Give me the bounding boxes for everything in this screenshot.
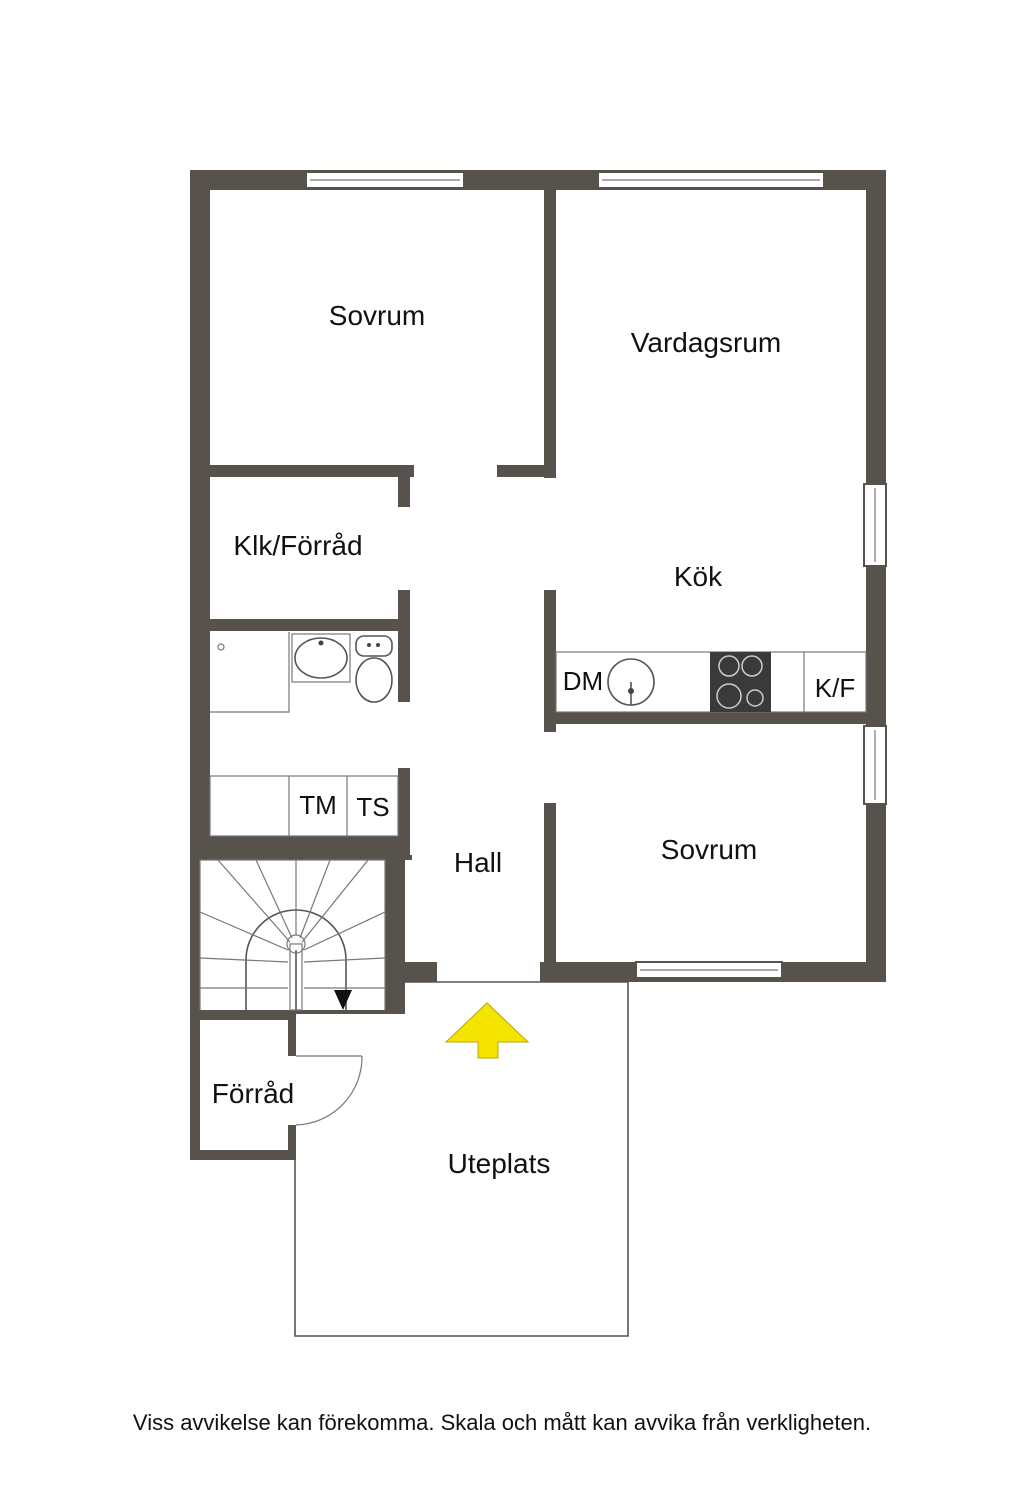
room-label-vardagsrum: Vardagsrum [631,327,781,358]
fixture-label-dm: DM [563,666,603,696]
room-label-uteplats: Uteplats [448,1148,551,1179]
fixture-label-kf: K/F [815,673,855,703]
stove-icon [710,652,771,712]
window-kok [863,483,887,567]
exterior-walls [190,170,886,1160]
staircase-icon [199,859,386,1011]
room-label-hall: Hall [454,847,502,878]
laundry-cabinets [209,775,399,837]
sink-icon [607,658,655,706]
disclaimer-text: Viss avvikelse kan förekomma. Skala och … [132,1410,872,1435]
room-label-kok: Kök [674,561,723,592]
interior-walls [210,190,886,982]
entrance-arrow-icon [444,1002,530,1059]
window-sovrum-bottom [635,961,783,979]
toilet-icon [355,635,393,703]
window-sovrum-top [305,171,465,189]
room-label-sovrum-bottom: Sovrum [661,834,757,865]
room-label-sovrum-top: Sovrum [329,300,425,331]
fixture-label-ts: TS [356,792,389,822]
window-sovrum-bottom-side [863,725,887,805]
shower-area [210,632,290,713]
window-vardagsrum [597,171,825,189]
washbasin-icon [291,633,351,683]
forrad-door [295,1055,363,1126]
room-label-klk-forrad: Klk/Förråd [233,530,362,561]
room-label-forrad: Förråd [212,1078,294,1109]
fixture-label-tm: TM [299,790,337,820]
